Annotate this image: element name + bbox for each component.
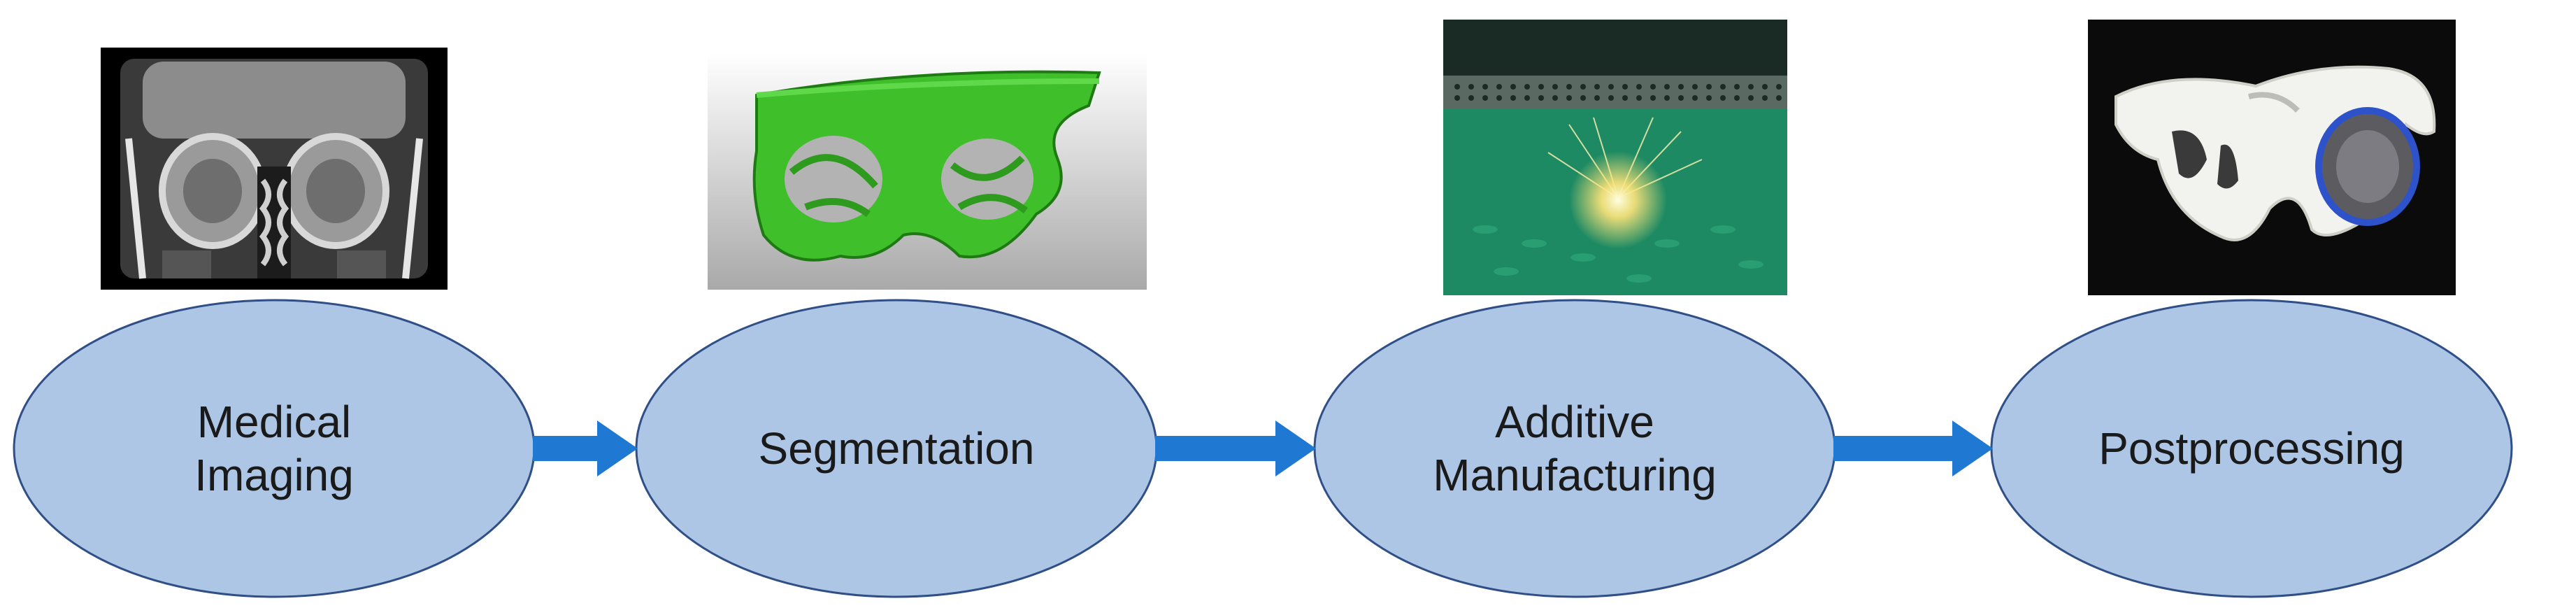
stage-postprocessing: Postprocessing xyxy=(1990,299,2513,598)
stage-label-additive-manufacturing-line-1: Additive xyxy=(1495,397,1654,447)
segmented-3d-model-image xyxy=(708,53,1147,290)
stage-ellipse xyxy=(1313,299,1836,598)
flow-arrow-3 xyxy=(1833,420,1993,476)
stage-label-medical-imaging-line-2: Imaging xyxy=(194,450,354,500)
printed-bone-implant-image xyxy=(2088,20,2456,295)
flow-arrow-1 xyxy=(533,420,638,476)
stage-segmentation: Segmentation xyxy=(635,299,1158,598)
flow-arrow-2 xyxy=(1155,420,1316,476)
stage-ellipse xyxy=(13,299,536,598)
stage-label-segmentation-line-1: Segmentation xyxy=(759,423,1035,474)
stage-label-postprocessing-line-1: Postprocessing xyxy=(2098,423,2405,474)
laser-3d-printing-image xyxy=(1443,20,1787,295)
stage-label-additive-manufacturing-line-2: Manufacturing xyxy=(1433,450,1717,500)
stage-label-medical-imaging-line-1: Medical xyxy=(197,397,352,447)
ct-scan-image xyxy=(101,48,448,290)
